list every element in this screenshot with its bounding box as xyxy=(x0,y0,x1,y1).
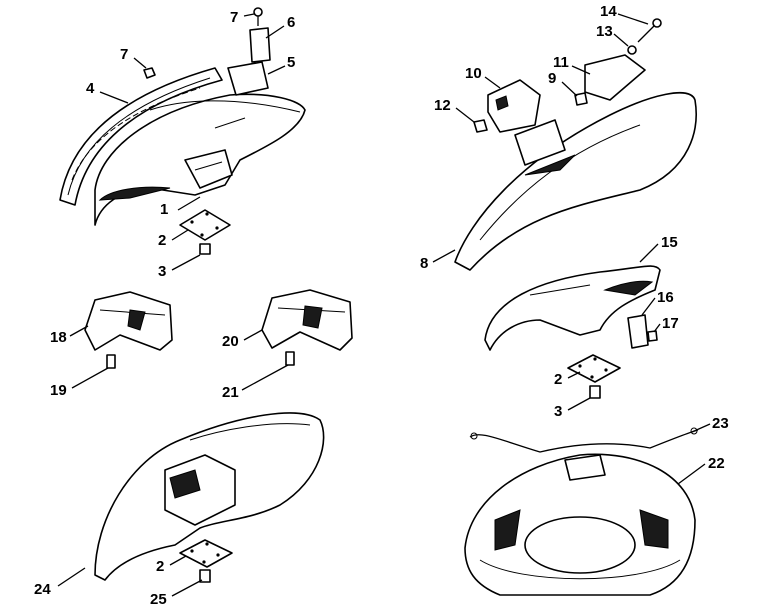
callout-24: 24 xyxy=(34,581,51,598)
guard-adapter xyxy=(484,265,661,399)
callout-14: 14 xyxy=(600,3,617,20)
callout-3: 3 xyxy=(554,403,562,420)
deflector-guard-24 xyxy=(94,412,325,583)
callout-10: 10 xyxy=(465,65,482,82)
callout-21: 21 xyxy=(222,384,239,401)
callout-23: 23 xyxy=(712,415,729,432)
housing-22 xyxy=(464,453,696,596)
callout-7: 7 xyxy=(230,9,238,26)
callout-2: 2 xyxy=(156,558,164,575)
callout-12: 12 xyxy=(434,97,451,114)
callout-2: 2 xyxy=(158,232,166,249)
callout-13: 13 xyxy=(596,23,613,40)
callout-19: 19 xyxy=(50,382,67,399)
deflector-guard-left xyxy=(59,7,306,255)
callout-4: 4 xyxy=(86,80,95,97)
deflector-guard-right xyxy=(454,18,697,271)
adapter-20 xyxy=(261,289,353,366)
callout-15: 15 xyxy=(661,234,678,251)
callout-6: 6 xyxy=(287,14,295,31)
callout-16: 16 xyxy=(657,289,674,306)
callout-2: 2 xyxy=(554,371,562,388)
callout-9: 9 xyxy=(548,70,556,87)
callout-8: 8 xyxy=(420,255,428,272)
callout-1: 1 xyxy=(160,201,168,218)
callout-5: 5 xyxy=(287,54,295,71)
callout-11: 11 xyxy=(553,54,569,71)
callout-17: 17 xyxy=(662,315,679,332)
callout-3: 3 xyxy=(158,263,166,280)
callout-22: 22 xyxy=(708,455,725,472)
leader-lines xyxy=(57,13,711,597)
callout-18: 18 xyxy=(50,329,67,346)
callout-20: 20 xyxy=(222,333,239,350)
callout-25: 25 xyxy=(150,591,167,608)
spring-23 xyxy=(469,427,699,453)
callout-7: 7 xyxy=(120,46,128,63)
callout-labels: 1 2 3 4 5 6 7 7 8 9 10 11 12 13 14 15 16… xyxy=(34,3,729,608)
adapter-18 xyxy=(84,291,173,369)
